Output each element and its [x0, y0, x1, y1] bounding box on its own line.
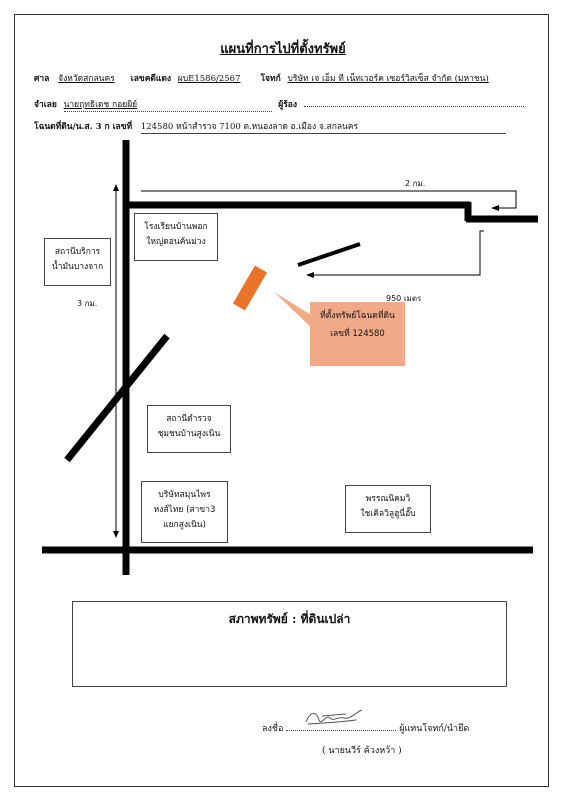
- landmark-dealer-line1: พรรณนิคมวิ: [365, 494, 411, 504]
- document-title: แผนที่การไปที่ตั้งทรัพย์: [220, 42, 346, 57]
- distance-3km: 3 กม.: [77, 299, 98, 308]
- arrow-head-top-icon: [491, 205, 499, 211]
- property-marker: [232, 265, 268, 311]
- distance-2km: 2 กม.: [405, 179, 426, 188]
- claimant-label: ผู้ร้อง: [278, 100, 298, 110]
- defendant-field: นายฤทธิเดช กอยผิย์: [63, 97, 272, 112]
- signer-name: ( นายนวีร์ ค้วงหว้า ): [322, 746, 402, 756]
- defendant-label: จำเลย: [34, 100, 57, 110]
- landmark-company-line1: บริษัทสมุนไพร: [158, 490, 211, 500]
- landmark-police: สถานีตำรวจ ชุมชนบ้านสูงเนิน: [147, 405, 231, 453]
- landmark-gas-station: สถานีบริการ น้ำมันบางจาก: [44, 238, 111, 286]
- case-label: เลขคดีแดง: [130, 74, 172, 84]
- defendant-value: นายฤทธิเดช กอยผิย์: [63, 100, 138, 110]
- plaintiff-label: โจทก์: [260, 74, 281, 84]
- road-diagonal: [64, 333, 170, 463]
- landmark-gas-line1: สถานีบริการ: [54, 247, 101, 257]
- document-page: [14, 14, 549, 787]
- court-value: จังหวัดสกลนคร: [58, 74, 115, 84]
- signature-field: [286, 709, 397, 731]
- deed-label: โฉนดที่ดิน/น.ส. 3 ก เลขที่: [34, 122, 133, 132]
- property-callout: ที่ตั้งทรัพย์โฉนดที่ดิน เลขที่ 124580: [310, 302, 405, 366]
- property-callout-line2: เลขที่ 124580: [330, 329, 385, 339]
- signature-label: ลงชื่อ: [262, 724, 284, 734]
- landmark-dealer: พรรณนิคมวิ ใชเคิลวิลูฮูนี่อั๊บ: [345, 485, 431, 533]
- landmark-school-line1: โรงเรียนบ้านพอก: [144, 222, 208, 232]
- road-to-property: [297, 242, 361, 267]
- landmark-dealer-line2: ใชเคิลวิลูฮูนี่อั๊บ: [360, 509, 416, 519]
- distance-950m: 950 เมตร: [386, 294, 422, 303]
- landmark-police-line1: สถานีตำรวจ: [166, 414, 212, 424]
- property-condition-box: สภาพทรัพย์ : ที่ดินเปล่า: [72, 601, 507, 687]
- landmark-company: บริษัทสมุนไพร หงส์ไทย (สาขา3 แยกสูงเนิน): [141, 481, 228, 543]
- handwritten-signature: [305, 709, 363, 725]
- signature-line: ลงชื่อ ผู้แทนโจทก์/นำยึด: [262, 709, 470, 735]
- property-callout-line1: ที่ตั้งทรัพย์โฉนดที่ดิน: [320, 311, 395, 321]
- arrow-up-icon: [113, 184, 119, 191]
- landmark-gas-line2: น้ำมันบางจาก: [51, 262, 104, 272]
- claimant-field: [303, 106, 524, 107]
- case-value: ผบE1586/2567: [177, 74, 241, 84]
- signature-role: ผู้แทนโจทก์/นำยึด: [399, 724, 470, 734]
- deed-value: 124580 หน้าสำรวจ 7100 ต.หนองลาด อ.เมือง …: [140, 119, 506, 134]
- landmark-police-line2: ชุมชนบ้านสูงเนิน: [157, 429, 221, 439]
- arrow-head-right-icon: [306, 272, 314, 278]
- landmark-school-line2: ใหญ่ดอนค้นม่วง: [146, 237, 206, 247]
- arrow-down-icon: [113, 531, 119, 538]
- property-condition-label: สภาพทรัพย์ : ที่ดินเปล่า: [228, 612, 351, 626]
- landmark-school: โรงเรียนบ้านพอก ใหญ่ดอนค้นม่วง: [134, 213, 218, 261]
- callout-pointer: [274, 292, 316, 332]
- deed-line: โฉนดที่ดิน/น.ส. 3 ก เลขที่ 124580 หน้าสำ…: [34, 119, 506, 134]
- court-label: ศาล: [34, 74, 50, 84]
- route-line-right: [310, 230, 484, 276]
- route-line-top: [141, 190, 517, 209]
- court-line: ศาล จังหวัดสกลนคร เลขคดีแดง ผบE1586/2567…: [34, 71, 489, 85]
- landmark-company-line3: แยกสูงเนิน): [163, 520, 206, 530]
- plaintiff-value: บริษัท เจ เอ็ม ที เน็ทเวอร์ค เซอร์วิสเซ็…: [287, 74, 489, 84]
- defendant-line: จำเลย นายฤทธิเดช กอยผิย์ ผู้ร้อง: [34, 97, 524, 112]
- landmark-company-line2: หงส์ไทย (สาขา3: [153, 505, 216, 515]
